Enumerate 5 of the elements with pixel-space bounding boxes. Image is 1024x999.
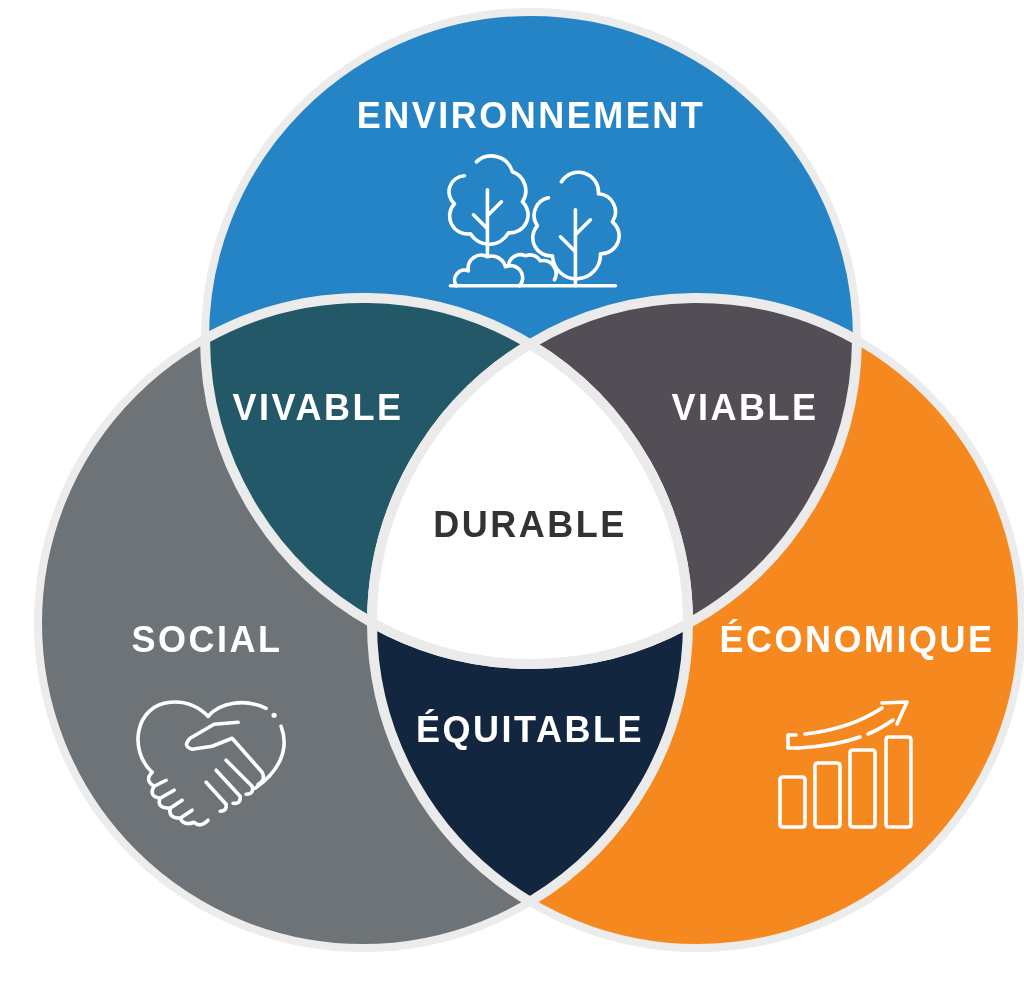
circle-label: SOCIAL [131, 622, 283, 658]
overlap-label: DURABLE [433, 507, 627, 543]
overlap-label: VIVABLE [232, 390, 404, 426]
overlap-label: VIABLE [671, 390, 819, 426]
circle-label: ENVIRONNEMENT [356, 98, 706, 134]
